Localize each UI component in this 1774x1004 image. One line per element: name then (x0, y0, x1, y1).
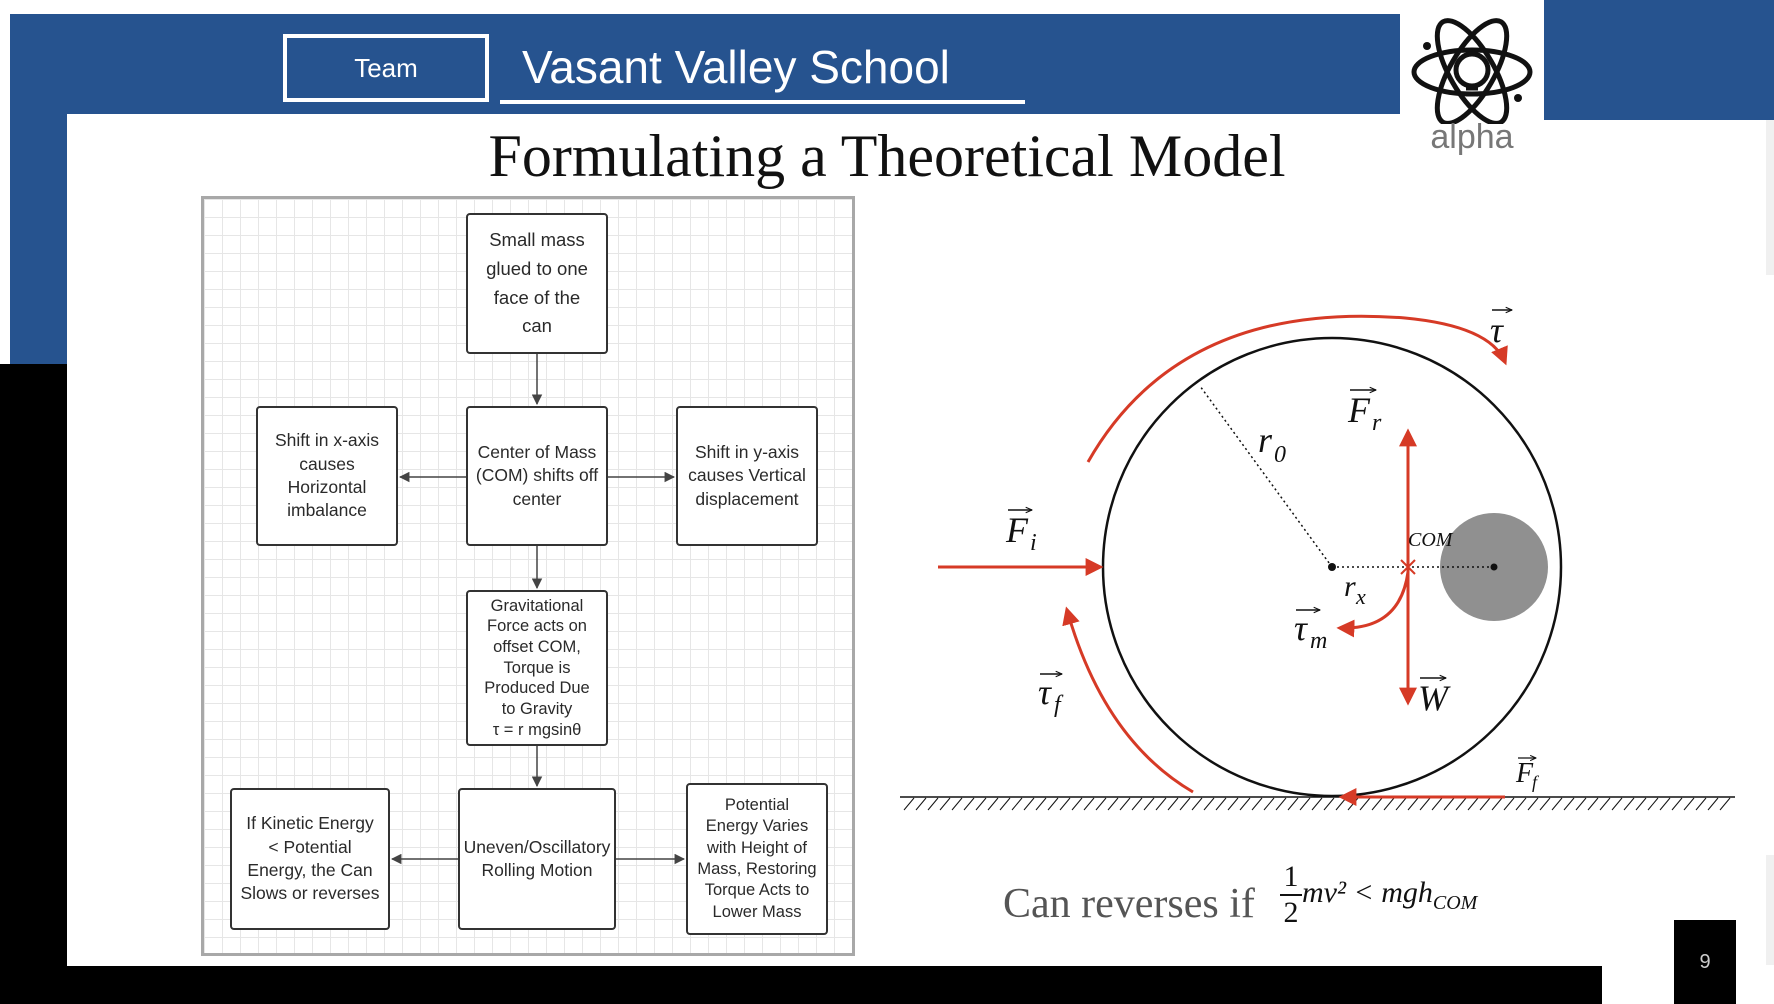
label-tau-f: τ (1038, 672, 1052, 712)
reversal-condition-formula: 1 2 mv² < mghCOM (1280, 862, 1477, 928)
fraction-numerator: 1 (1283, 860, 1299, 893)
energy-inequality: mv² < mgh (1302, 875, 1433, 909)
node-com-shift: Center of Mass (COM) shifts off center (466, 406, 608, 546)
label-rx: r (1344, 570, 1356, 603)
label-fi-sub: i (1030, 530, 1037, 556)
radius-line (1199, 385, 1333, 568)
left-black-bar (0, 364, 67, 1004)
page-number: 9 (1674, 920, 1736, 1004)
label-rx-sub: x (1355, 584, 1366, 609)
node-small-mass: Small mass glued to one face of the can (466, 213, 608, 354)
label-w: W (1418, 678, 1451, 718)
label-ff-sub: f (1532, 772, 1540, 792)
fraction-denominator: 2 (1283, 896, 1299, 929)
slide-title: Formulating a Theoretical Model (488, 123, 1286, 189)
label-tau-m-sub: m (1310, 628, 1327, 654)
reversal-caption: Can reverses if (1003, 881, 1255, 927)
torque-mass-arc (1336, 571, 1410, 638)
torque-friction-arc (1062, 606, 1194, 794)
left-accent-bar (10, 114, 67, 364)
label-fi: F (1005, 510, 1029, 550)
torque-arc-top (1086, 314, 1508, 463)
label-tau: τ (1490, 310, 1504, 350)
label-tau-m: τ (1294, 608, 1308, 648)
logo (1400, 14, 1544, 154)
ground-hatching (903, 797, 1731, 811)
team-label: Team (283, 34, 489, 102)
node-potential-energy: Potential Energy Varies with Height of M… (686, 783, 828, 935)
fraction-bar (1280, 894, 1302, 896)
bottom-black-bar (0, 966, 1602, 1004)
label-ff: F (1515, 758, 1534, 789)
node-y-axis-shift: Shift in y-axis causes Vertical displace… (676, 406, 818, 546)
node-rolling-motion: Uneven/Oscillatory Rolling Motion (458, 788, 616, 930)
logo-text: alpha (1430, 118, 1514, 156)
flowchart-connectors (390, 354, 686, 865)
header-banner-right (1544, 0, 1774, 120)
flowchart: Small mass glued to one face of the can … (201, 196, 855, 956)
label-tau-f-sub: f (1054, 692, 1064, 718)
one-half-fraction: 1 2 (1280, 862, 1302, 928)
school-name: Vasant Valley School (522, 41, 950, 93)
node-kinetic-energy: If Kinetic Energy < Potential Energy, th… (230, 788, 390, 930)
label-r0: r (1258, 420, 1273, 460)
right-edge-strip (1766, 120, 1774, 275)
label-com: COM (1408, 529, 1454, 551)
header-banner (10, 14, 1400, 114)
rolling-can-diagram: τ F r r 0 COM F i r x τ m τ f W F f (880, 270, 1740, 835)
label-fr: F (1347, 390, 1371, 430)
free-body-diagram: τ F r r 0 COM F i r x τ m τ f W F f (900, 270, 1735, 811)
atom-logo-icon (1411, 18, 1533, 126)
node-gravitational-torque: Gravitational Force acts on offset COM, … (466, 590, 608, 746)
school-underline (500, 100, 1025, 104)
label-r0-sub: 0 (1274, 442, 1286, 468)
node-x-axis-shift: Shift in x-axis causes Horizontal imbala… (256, 406, 398, 546)
right-edge-strip-lower (1766, 855, 1774, 965)
com-subscript: COM (1432, 891, 1478, 914)
label-fr-sub: r (1372, 410, 1382, 436)
